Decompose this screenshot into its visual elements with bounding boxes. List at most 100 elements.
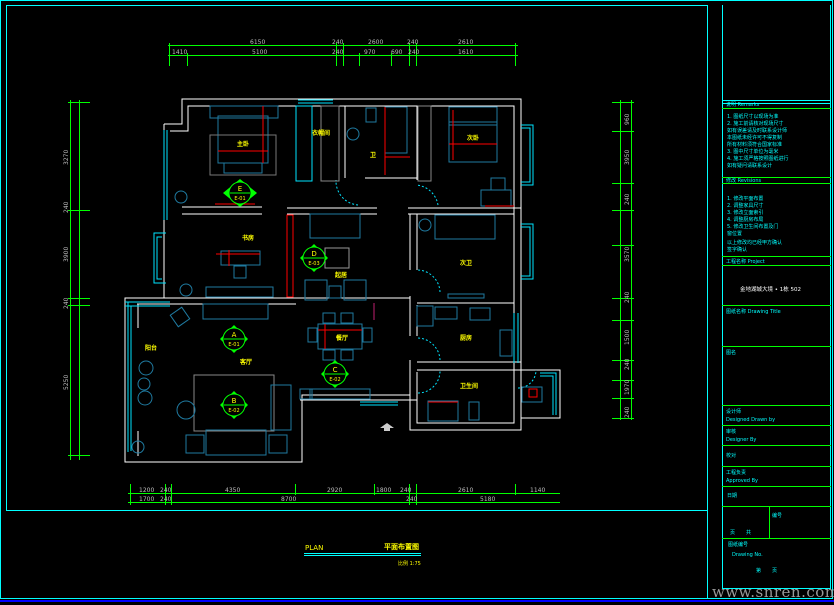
svg-text:240: 240: [63, 297, 70, 309]
svg-text:3. 修改立面索引: 3. 修改立面索引: [727, 209, 763, 216]
section-mark-d: D E-03: [300, 244, 328, 272]
drawing-name-label: 图名: [726, 349, 736, 356]
designed-label: 设计师: [726, 408, 741, 415]
toilet: [365, 107, 377, 123]
svg-text:B: B: [232, 397, 237, 405]
check-short-label: 校对: [726, 452, 736, 459]
svg-text:3900: 3900: [63, 247, 70, 262]
svg-text:2600: 2600: [368, 39, 383, 46]
svg-text:2. 施工前请核对现场尺寸: 2. 施工前请核对现场尺寸: [727, 120, 783, 127]
revisions-header: 修改 Revisions: [726, 177, 761, 184]
foot-a: 第: [756, 567, 761, 574]
checked-label: 审核: [726, 428, 736, 435]
room-label-kitchen: 厨房: [460, 334, 472, 342]
room-label-study: 书房: [242, 234, 254, 242]
svg-text:240: 240: [624, 291, 631, 303]
svg-text:2610: 2610: [458, 487, 473, 494]
svg-text:E-01: E-01: [228, 342, 239, 348]
sheet-label-b: 共: [746, 529, 751, 536]
svg-text:4350: 4350: [225, 487, 240, 494]
title-block: 说明 Remarks 1. 图纸尺寸以现场为准 2. 施工前请核对现场尺寸 如有…: [707, 5, 831, 598]
svg-text:签字确认: 签字确认: [727, 246, 747, 253]
room-label-guest: 次卫: [460, 259, 472, 267]
svg-text:6150: 6150: [250, 39, 265, 46]
room-label-closet: 衣帽间: [312, 129, 330, 137]
walls: [124, 98, 561, 463]
svg-text:1800: 1800: [376, 487, 391, 494]
approved-label-en: Approved By: [726, 478, 758, 484]
svg-text:240: 240: [624, 358, 631, 370]
svg-text:970: 970: [364, 49, 376, 56]
svg-text:960: 960: [624, 113, 631, 125]
bathtub: [384, 106, 408, 154]
svg-text:240: 240: [63, 201, 70, 213]
svg-text:240: 240: [160, 496, 172, 503]
svg-text:3. 图中尺寸单位为毫米: 3. 图中尺寸单位为毫米: [727, 148, 778, 155]
revisions-list: 1. 修改平面布置 2. 调整家具尺寸 3. 修改立面索引 4. 调整厨房布局 …: [727, 195, 782, 253]
svg-text:4. 调整厨房布局: 4. 调整厨房布局: [727, 216, 763, 223]
svg-text:240: 240: [406, 496, 418, 503]
svg-text:240: 240: [624, 193, 631, 205]
svg-text:1140: 1140: [530, 487, 545, 494]
svg-text:5250: 5250: [63, 375, 70, 390]
svg-text:1970: 1970: [624, 380, 631, 395]
room-label-master-bedroom: 主卧: [237, 140, 249, 148]
svg-text:240: 240: [332, 49, 344, 56]
watermark: www.snren.com: [712, 583, 834, 601]
section-mark-b: B E-02: [220, 391, 248, 419]
no-label: 编号: [772, 512, 782, 519]
notes-list: 1. 图纸尺寸以现场为准 2. 施工前请核对现场尺寸 如有误差请及时联系设计师 …: [727, 113, 788, 169]
svg-text:如有疑问请联系设计: 如有疑问请联系设计: [727, 162, 772, 169]
svg-text:2920: 2920: [327, 487, 342, 494]
svg-text:3570: 3570: [624, 247, 631, 262]
room-label-balcony: 阳台: [145, 344, 157, 352]
master-bed: [217, 115, 269, 164]
drawing-no-label: 图纸编号: [728, 541, 748, 548]
svg-text:E-03: E-03: [308, 261, 319, 267]
room-label-family: 起居: [334, 271, 347, 279]
checked-label-en: Designer By: [726, 437, 756, 443]
drawing-header: 图纸名称 Drawing Title: [726, 308, 781, 315]
approved-label: 工程负责: [726, 469, 746, 476]
svg-text:2610: 2610: [458, 39, 473, 46]
svg-text:1500: 1500: [624, 330, 631, 345]
desk: [220, 250, 261, 266]
designed-label-en: Designed Drawn by: [726, 417, 775, 423]
sheet-label-a: 页: [730, 530, 735, 536]
section-mark-c: C E-02: [321, 360, 349, 388]
svg-text:以上修改均已经甲方确认: 以上修改均已经甲方确认: [727, 239, 782, 246]
red-markers: [215, 106, 538, 403]
svg-text:窗位置: 窗位置: [727, 230, 742, 237]
svg-text:1410: 1410: [172, 49, 187, 56]
svg-text:1610: 1610: [458, 49, 473, 56]
date-label: 日期: [727, 493, 737, 499]
inner-frame: [6, 5, 708, 511]
svg-text:690: 690: [391, 49, 403, 56]
drawing-title: PLAN 平面布置图 比例 1:75: [304, 542, 421, 567]
room-label-second-bedroom: 次卧: [467, 134, 479, 142]
svg-text:如有误差请及时联系设计师: 如有误差请及时联系设计师: [727, 127, 787, 134]
door-swings: [335, 179, 537, 394]
svg-text:3950: 3950: [624, 150, 631, 165]
foot-b: 页: [772, 568, 777, 574]
svg-text:5100: 5100: [252, 49, 267, 56]
svg-text:1. 修改平面布置: 1. 修改平面布置: [727, 195, 763, 202]
svg-text:4. 施工须严格按照图纸进行: 4. 施工须严格按照图纸进行: [727, 155, 788, 162]
dimension-texts: 6150 240 2600 240 2610 1410 5100 240 970…: [63, 39, 631, 503]
svg-text:所有材料须符合国家标准: 所有材料须符合国家标准: [727, 141, 782, 148]
entrance-arrow-icon: [380, 423, 394, 431]
room-label-dining: 餐厅: [335, 334, 348, 342]
section-mark-a: A E-01: [220, 325, 248, 353]
sofa-2: [434, 214, 496, 240]
svg-text:8700: 8700: [281, 496, 296, 503]
dimension-lines: [68, 43, 634, 505]
svg-text:5180: 5180: [480, 496, 495, 503]
section-mark-e: E E-01: [223, 179, 257, 207]
svg-text:240: 240: [332, 39, 344, 46]
title-scale: 比例 1:75: [398, 560, 421, 567]
room-label-bath: 卫: [370, 152, 376, 159]
bookshelf: [205, 286, 274, 298]
notes-header: 说明 Remarks: [726, 101, 760, 108]
